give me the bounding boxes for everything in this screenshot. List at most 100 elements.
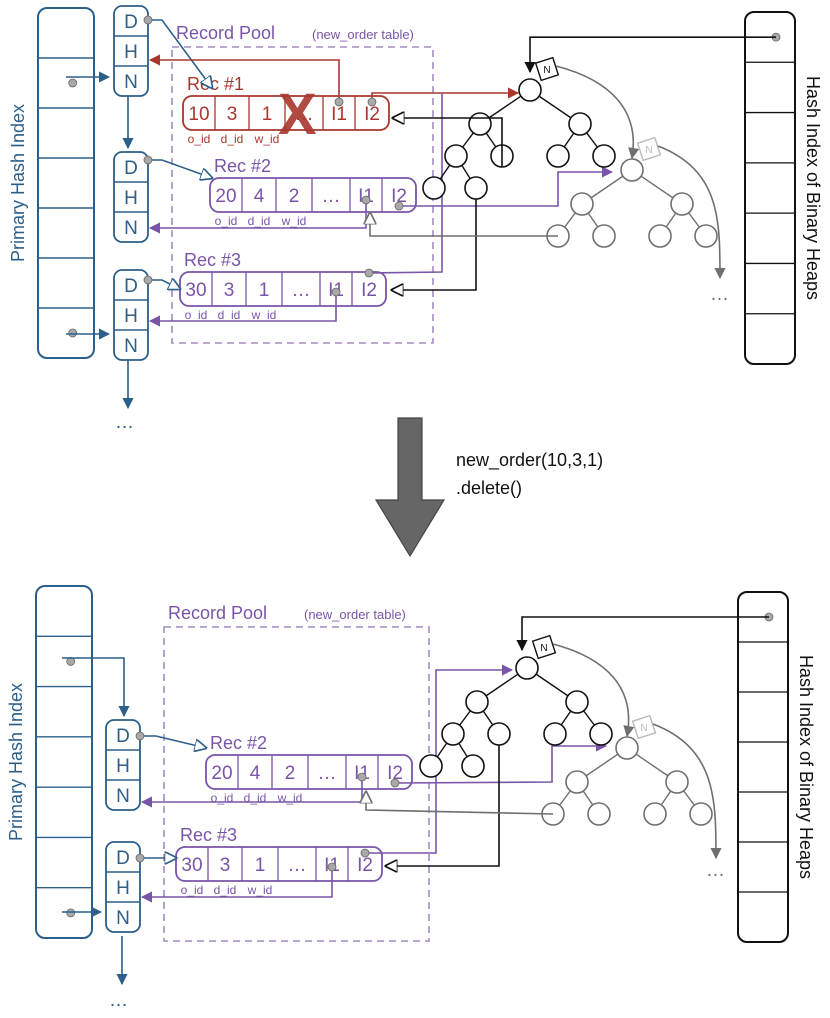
hash-node-n-cell: N bbox=[124, 72, 138, 93]
heap-node bbox=[568, 112, 592, 136]
record-field-label-d-id: d_id bbox=[214, 883, 237, 897]
hash-node-n-cell: N bbox=[124, 336, 138, 357]
heap-root-node bbox=[620, 158, 644, 182]
record-field-label-d-id: d_id bbox=[248, 214, 271, 228]
record-field-label-o-id: o_id bbox=[215, 214, 238, 228]
heap-next-pointer-label: N bbox=[543, 65, 550, 76]
heap-node bbox=[543, 722, 567, 746]
record-field-label-w-id: w_id bbox=[254, 132, 280, 146]
record-box bbox=[209, 177, 417, 213]
operation-arrow: new_order(10,3,1).delete() bbox=[374, 417, 603, 558]
record-field-label-w-id: w_id bbox=[247, 883, 273, 897]
heap-next-pointer-cell bbox=[631, 714, 657, 740]
primary-hash-index: Primary Hash Index bbox=[8, 7, 95, 359]
heap-node bbox=[464, 176, 488, 200]
heap-chain-continuation-ellipsis: … bbox=[706, 860, 725, 881]
hash-node-rec3: DHN bbox=[105, 841, 141, 933]
hash-node-box bbox=[105, 719, 141, 811]
heap-node bbox=[670, 192, 694, 216]
deleted-record-mark: X bbox=[278, 82, 317, 147]
hash-node-h-cell: H bbox=[124, 188, 138, 209]
record-field-value: … bbox=[292, 280, 311, 301]
heap-node bbox=[465, 690, 489, 714]
record-field-value: I2 bbox=[361, 280, 377, 301]
i1-pointer-dot bbox=[334, 97, 344, 107]
i1-pointer-dot bbox=[327, 862, 337, 872]
heap-next-arrow bbox=[652, 723, 722, 860]
record-pool-subtitle: (new_order table) bbox=[312, 27, 414, 42]
i2-pointer-dot bbox=[360, 848, 370, 858]
heap-node bbox=[441, 722, 465, 746]
primary-hash-index: Primary Hash Index bbox=[6, 585, 93, 939]
binary-heap-primary: N bbox=[419, 634, 613, 778]
heap-next-arrow bbox=[552, 643, 635, 738]
heap-link-arrow bbox=[371, 87, 520, 102]
record-field-value: … bbox=[288, 855, 307, 876]
binary-heap-hash-index: Hash Index of Binary Heaps bbox=[737, 591, 816, 943]
operation-call-text: new_order(10,3,1) bbox=[456, 450, 603, 471]
heap-to-record-arrow bbox=[393, 118, 503, 167]
heap-node bbox=[592, 144, 616, 168]
heap-node bbox=[648, 224, 672, 248]
heap-next-pointer-label: N bbox=[640, 723, 647, 734]
index-backlink-arrow bbox=[148, 54, 340, 102]
record-field-value: 3 bbox=[220, 855, 231, 876]
hash-node-n-cell: N bbox=[124, 218, 138, 239]
record-field-value: 3 bbox=[227, 104, 238, 125]
record-field-label-d-id: d_id bbox=[244, 791, 267, 805]
data-pointer-arrow bbox=[148, 159, 212, 178]
binary-heap-hash-index-label: Hash Index of Binary Heaps bbox=[796, 655, 816, 879]
hash-node-d-cell: D bbox=[124, 158, 138, 179]
heap-to-record-arrow bbox=[386, 745, 500, 866]
binary-heap-hash-index-label: Hash Index of Binary Heaps bbox=[803, 76, 823, 300]
i2-pointer-dot bbox=[364, 268, 374, 278]
record-field-value: I2 bbox=[387, 763, 403, 784]
data-pointer-dot bbox=[135, 731, 145, 741]
heap-node bbox=[468, 112, 492, 136]
hash-node-rec1: DHN bbox=[113, 5, 149, 97]
record-field-label-w-id: w_id bbox=[277, 791, 303, 805]
record-field-value: 1 bbox=[259, 280, 270, 301]
index-backlink-arrow bbox=[148, 200, 367, 234]
record-pool-border bbox=[163, 626, 430, 942]
hash-node-h-cell: H bbox=[116, 878, 130, 899]
hash-node-h-cell: H bbox=[116, 756, 130, 777]
heap-node bbox=[592, 224, 616, 248]
hash-node-d-cell: D bbox=[116, 848, 130, 869]
record-title: Rec #2 bbox=[214, 156, 271, 176]
primary-hash-index-label: Primary Hash Index bbox=[8, 104, 28, 262]
record-field-value: I2 bbox=[364, 104, 380, 125]
primary-hash-index-box bbox=[35, 585, 93, 939]
record-field-value: 1 bbox=[255, 855, 266, 876]
hash-node-d-cell: D bbox=[124, 12, 138, 33]
heap-to-record-arrow bbox=[370, 213, 558, 237]
heap-next-arrow bbox=[555, 65, 640, 160]
hash-node-box bbox=[113, 269, 149, 361]
chain-continuation-ellipsis: … bbox=[115, 412, 134, 433]
primary-hash-index-box bbox=[37, 7, 95, 359]
data-pointer-dot bbox=[143, 15, 153, 25]
heap-node bbox=[587, 802, 611, 826]
hash-node-box bbox=[113, 151, 149, 243]
i2-pointer-dot bbox=[394, 201, 404, 211]
hash-node-d-cell: D bbox=[116, 726, 130, 747]
record-field-value: 30 bbox=[185, 280, 206, 301]
heap-node bbox=[565, 690, 589, 714]
heap-node bbox=[444, 144, 468, 168]
i1-pointer-dot bbox=[357, 772, 367, 782]
data-pointer-dot bbox=[135, 853, 145, 863]
hash-node-box bbox=[113, 5, 149, 97]
heap-link-arrow bbox=[394, 740, 608, 784]
record-pool-title: Record Pool bbox=[168, 603, 267, 623]
hash-node-rec2: DHN bbox=[105, 719, 141, 811]
hash-node-h-cell: H bbox=[124, 42, 138, 63]
record-field-label-w-id: w_id bbox=[281, 214, 307, 228]
heap-node bbox=[643, 802, 667, 826]
bucket-pointer-dot bbox=[68, 78, 78, 88]
heap-node bbox=[570, 192, 594, 216]
